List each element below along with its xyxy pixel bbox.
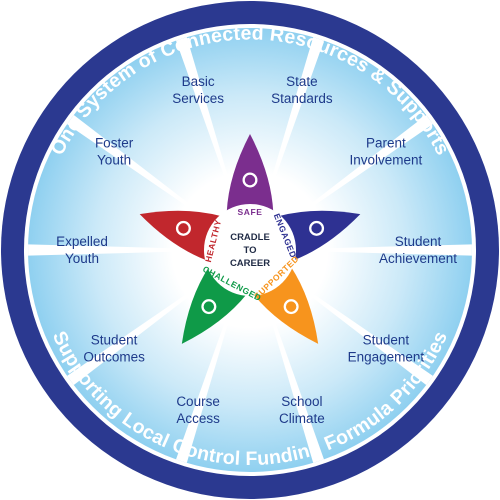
person-head-fill [311,223,322,234]
segment-divider [176,306,233,463]
segment-label-line: Student [395,234,442,249]
segment-label-line: Parent [366,135,406,150]
segment-divider [267,306,324,463]
center-label: CRADLE TO CAREER [230,232,270,269]
segment-label-line: Standards [271,91,333,106]
segment-label-line: Services [172,91,224,106]
segment-label-line: Involvement [350,152,423,167]
segment-divider [309,244,472,256]
center-label-line: CRADLE [230,232,270,243]
star-arm-engaged [278,210,361,261]
star-inner [204,204,296,296]
segment-divider [176,37,233,194]
segment-divider [297,114,433,216]
person-head-fill [285,301,297,312]
segment-divider [67,114,203,216]
person-head-fill [244,174,256,186]
star-arm-healthy [139,210,222,261]
segment-label-line: Course [176,394,220,409]
segment-label-line: Youth [65,251,99,266]
center-label-line: TO [243,245,256,256]
segment-label-line: Expelled [56,234,108,249]
segment-label-line: State [286,74,318,89]
segment-label-line: Engagement [348,350,425,365]
segment-label-line: Achievement [379,251,457,266]
segment-label-line: School [281,394,322,409]
center-label-line: CAREER [230,258,270,269]
segment-divider [297,284,433,386]
segment-label-line: Student [363,333,410,348]
segment-label-line: Youth [97,152,131,167]
segment-label-line: Outcomes [83,350,145,365]
segment-divider [267,37,324,194]
segment-divider [67,284,203,386]
arm-label-safe: SAFE [237,207,262,217]
segment-divider [28,244,191,256]
segment-label-line: Climate [279,411,325,426]
segment-label-line: Foster [95,135,134,150]
segment-dividers [28,37,472,463]
segment-label-line: Basic [182,74,215,89]
segment-label-line: Access [176,411,220,426]
person-head-fill [178,223,189,234]
segment-label-line: Student [91,333,138,348]
person-head-fill [203,301,215,312]
